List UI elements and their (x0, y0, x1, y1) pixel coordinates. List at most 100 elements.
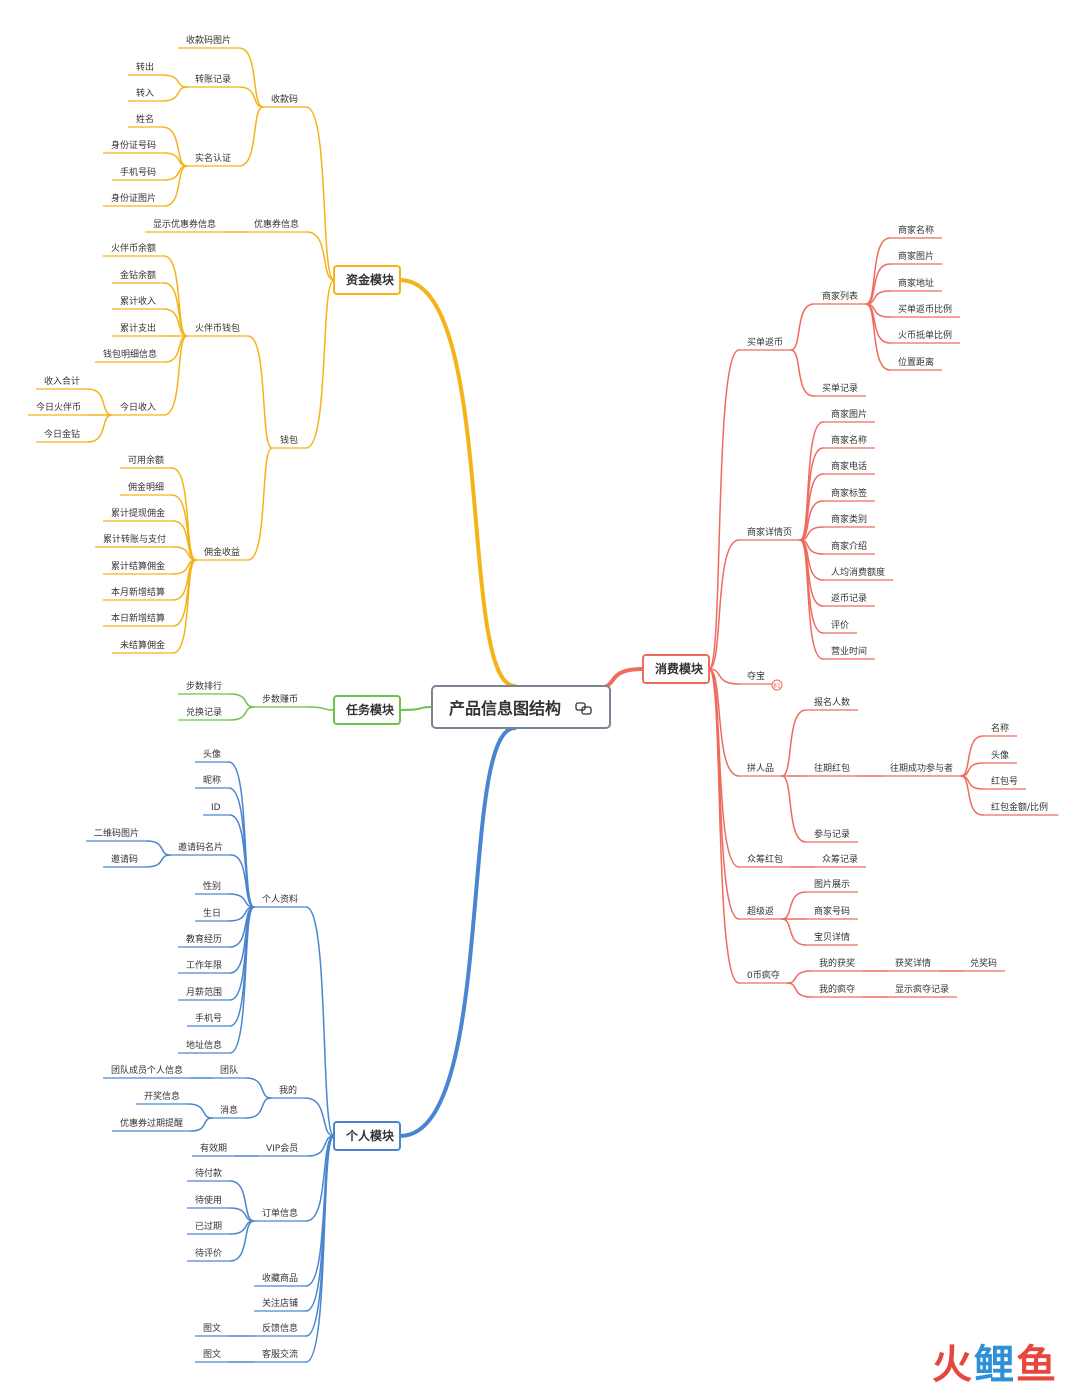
module-box[interactable] (333, 265, 401, 295)
topic-label[interactable]: 优惠券过期提醒 (120, 1117, 183, 1129)
topic-label[interactable]: 夺宝 (747, 670, 765, 682)
topic-label[interactable]: 累计支出 (120, 322, 156, 334)
topic-label[interactable]: 佣金明细 (128, 481, 164, 493)
topic-label[interactable]: 图片展示 (814, 878, 850, 890)
topic-label[interactable]: 客服交流 (262, 1348, 298, 1360)
topic-label[interactable]: 累计转账与支付 (103, 533, 166, 545)
topic-label[interactable]: 商家标签 (831, 487, 867, 499)
topic-label[interactable]: 订单信息 (262, 1207, 298, 1219)
topic-label[interactable]: 众筹记录 (822, 853, 858, 865)
topic-label[interactable]: 团队 (220, 1064, 238, 1076)
topic-label[interactable]: 商家名称 (831, 434, 867, 446)
link-icon[interactable] (575, 702, 592, 715)
topic-label[interactable]: 步数排行 (186, 680, 222, 692)
topic-label[interactable]: 个人资料 (262, 893, 298, 905)
topic-label[interactable]: 金钻余额 (120, 269, 156, 281)
topic-label[interactable]: 转账记录 (195, 73, 231, 85)
collapsed-count-badge[interactable]: 81 (771, 679, 783, 691)
topic-label[interactable]: 二维码图片 (94, 827, 139, 839)
topic-label[interactable]: 收款码图片 (186, 34, 231, 46)
topic-label[interactable]: 参与记录 (814, 828, 850, 840)
topic-label[interactable]: 地址信息 (186, 1039, 222, 1051)
topic-label[interactable]: 累计提现佣金 (111, 507, 165, 519)
module-box[interactable] (333, 1121, 401, 1151)
topic-label[interactable]: 昵称 (203, 774, 221, 786)
topic-label[interactable]: 红包号 (991, 775, 1018, 787)
topic-label[interactable]: 超级返 (747, 905, 774, 917)
topic-label[interactable]: 可用余额 (128, 454, 164, 466)
topic-label[interactable]: 买单返币比例 (898, 303, 952, 315)
topic-label[interactable]: 待使用 (195, 1194, 222, 1206)
topic-label[interactable]: 待评价 (195, 1247, 222, 1259)
topic-label[interactable]: 姓名 (136, 113, 154, 125)
topic-label[interactable]: 本月新增结算 (111, 586, 165, 598)
topic-label[interactable]: 我的 (279, 1084, 297, 1096)
root-topic[interactable]: 产品信息图结构 (431, 685, 611, 729)
topic-label[interactable]: 步数赚币 (262, 693, 298, 705)
topic-label[interactable]: 显示优惠券信息 (153, 218, 216, 230)
topic-label[interactable]: 报名人数 (814, 696, 850, 708)
topic-label[interactable]: 商家图片 (898, 250, 934, 262)
topic-label[interactable]: 开奖信息 (144, 1090, 180, 1102)
topic-label[interactable]: 商家类别 (831, 513, 867, 525)
topic-label[interactable]: 名称 (991, 722, 1009, 734)
topic-label[interactable]: 火伴币余额 (111, 242, 156, 254)
topic-label[interactable]: 收款码 (271, 93, 298, 105)
topic-label[interactable]: 关注店铺 (262, 1297, 298, 1309)
topic-label[interactable]: 火伴币钱包 (195, 322, 240, 334)
topic-label[interactable]: 反馈信息 (262, 1322, 298, 1334)
topic-label[interactable]: VIP会员 (266, 1142, 298, 1154)
topic-label[interactable]: 图文 (203, 1348, 221, 1360)
topic-label[interactable]: 返币记录 (831, 592, 867, 604)
topic-label[interactable]: 图文 (203, 1322, 221, 1334)
topic-label[interactable]: 商家地址 (898, 277, 934, 289)
topic-label[interactable]: 兑奖码 (970, 957, 997, 969)
topic-label[interactable]: 手机号 (195, 1012, 222, 1024)
topic-label[interactable]: 商家名称 (898, 224, 934, 236)
topic-label[interactable]: 性别 (203, 880, 221, 892)
topic-label[interactable]: 商家详情页 (747, 526, 792, 538)
topic-label[interactable]: 本日新增结算 (111, 612, 165, 624)
topic-label[interactable]: 团队成员个人信息 (111, 1064, 183, 1076)
topic-label[interactable]: 兑换记录 (186, 706, 222, 718)
topic-label[interactable]: 生日 (203, 907, 221, 919)
topic-label[interactable]: 0币疯夺 (747, 969, 780, 981)
topic-label[interactable]: 身份证图片 (111, 192, 156, 204)
topic-label[interactable]: 商家列表 (822, 290, 858, 302)
topic-label[interactable]: 累计收入 (120, 295, 156, 307)
topic-label[interactable]: 月薪范围 (186, 986, 222, 998)
topic-label[interactable]: 商家电话 (831, 460, 867, 472)
topic-label[interactable]: 拼人品 (747, 762, 774, 774)
topic-label[interactable]: 已过期 (195, 1220, 222, 1232)
topic-label[interactable]: 邀请码名片 (178, 841, 223, 853)
topic-label[interactable]: 获奖详情 (895, 957, 931, 969)
topic-label[interactable]: 收入合计 (44, 375, 80, 387)
topic-label[interactable]: 邀请码 (111, 853, 138, 865)
topic-label[interactable]: 我的疯夺 (819, 983, 855, 995)
topic-label[interactable]: 商家图片 (831, 408, 867, 420)
topic-label[interactable]: 营业时间 (831, 645, 867, 657)
topic-label[interactable]: 评价 (831, 620, 849, 631)
topic-label[interactable]: 往期红包 (814, 762, 850, 774)
topic-label[interactable]: 教育经历 (186, 933, 222, 945)
topic-label[interactable]: 工作年限 (186, 959, 222, 971)
topic-label[interactable]: 买单返币 (747, 336, 783, 348)
topic-label[interactable]: 人均消费额度 (831, 566, 885, 578)
topic-label[interactable]: 我的获奖 (819, 957, 855, 969)
topic-label[interactable]: 位置距离 (898, 356, 934, 368)
topic-label[interactable]: ID (211, 803, 221, 813)
topic-label[interactable]: 今日火伴币 (36, 401, 81, 413)
topic-label[interactable]: 众筹红包 (747, 853, 783, 865)
topic-label[interactable]: 今日金钻 (44, 428, 80, 440)
topic-label[interactable]: 转出 (136, 61, 154, 73)
topic-label[interactable]: 收藏商品 (262, 1272, 298, 1284)
topic-label[interactable]: 今日收入 (120, 401, 156, 413)
topic-label[interactable]: 身份证号码 (111, 139, 156, 151)
topic-label[interactable]: 红包金额/比例 (991, 801, 1048, 813)
topic-label[interactable]: 头像 (991, 749, 1009, 761)
topic-label[interactable]: 有效期 (200, 1142, 227, 1154)
module-box[interactable] (642, 654, 710, 684)
topic-label[interactable]: 宝贝详情 (814, 931, 850, 943)
topic-label[interactable]: 头像 (203, 748, 221, 760)
topic-label[interactable]: 火币抵单比例 (898, 329, 952, 341)
